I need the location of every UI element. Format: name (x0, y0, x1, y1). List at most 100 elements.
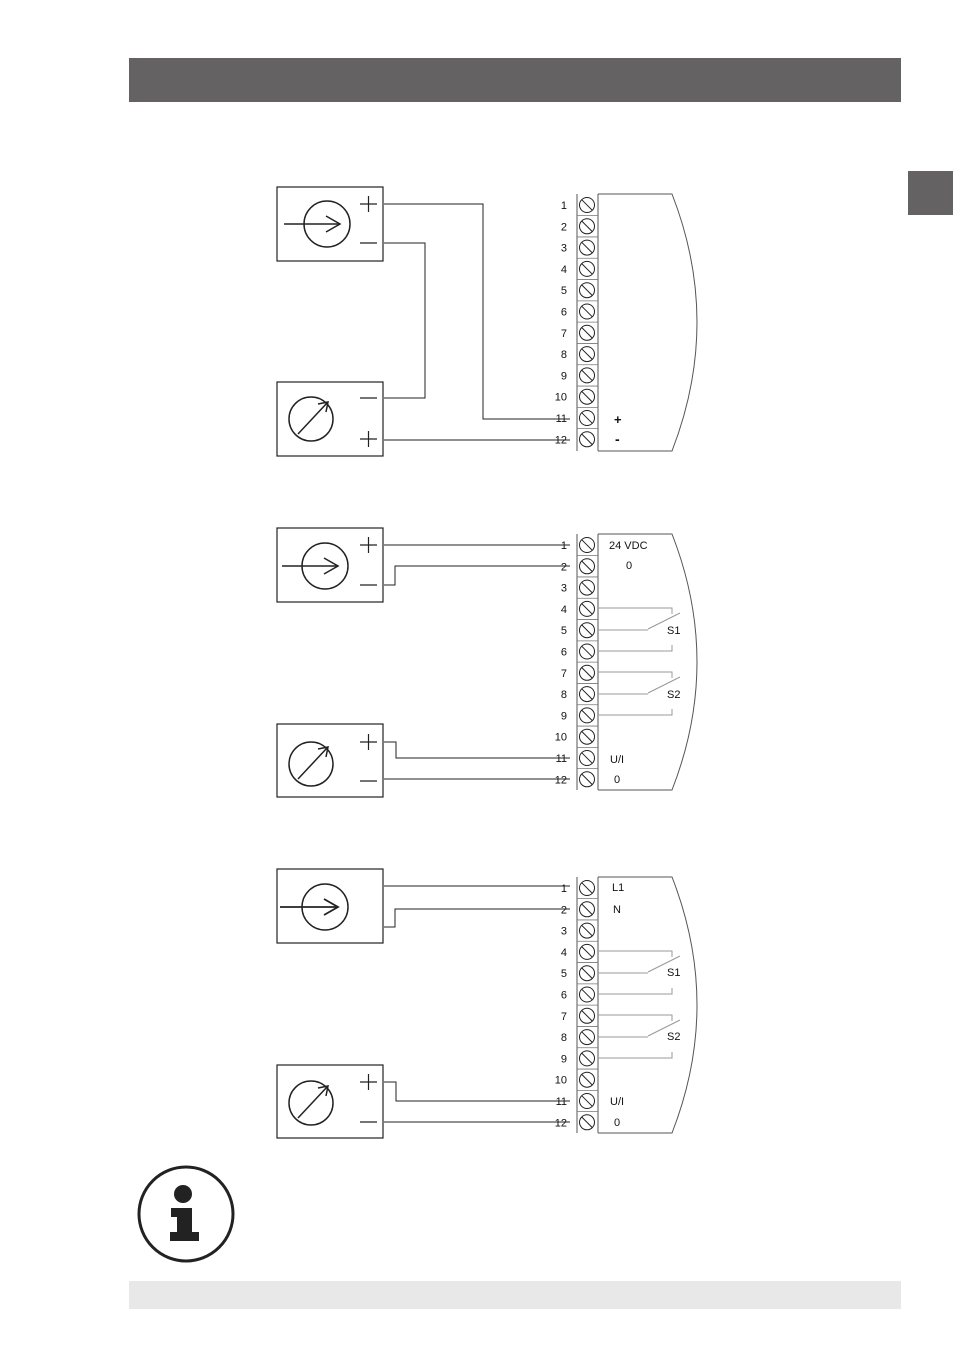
meter-icon (289, 1081, 333, 1125)
terminal-2: 2 (561, 902, 598, 920)
screw-terminal-icon (580, 198, 595, 213)
l1-label: L1 (612, 882, 624, 894)
screw-terminal-icon (580, 944, 595, 959)
plus-sign (360, 196, 377, 212)
terminal-number: 4 (561, 947, 567, 959)
screw-terminal-icon (580, 538, 595, 553)
terminal-7: 7 (561, 1008, 598, 1026)
terminal-number: 8 (561, 1032, 567, 1044)
screw-terminal-icon (580, 772, 595, 787)
terminal-8: 8 (561, 1030, 598, 1048)
terminal-number: 9 (561, 370, 567, 382)
terminal-number: 10 (555, 732, 567, 744)
screw-terminal-icon (580, 1115, 595, 1130)
screw-terminal-icon (580, 283, 595, 298)
terminal-number: 5 (561, 625, 567, 637)
s2-label: S2 (667, 689, 680, 701)
terminal-number: 3 (561, 926, 567, 938)
screw-terminal-icon (580, 601, 595, 616)
minus-label: - (615, 431, 620, 447)
screw-terminal-icon (580, 389, 595, 404)
current-source-icon (282, 543, 348, 589)
screw-terminal-icon (580, 987, 595, 1002)
screw-terminal-icon (580, 325, 595, 340)
screw-terminal-icon (580, 729, 595, 744)
terminal-number: 7 (561, 1011, 567, 1023)
plus-sign (360, 1074, 377, 1090)
terminal-number: 3 (561, 583, 567, 595)
terminal-number: 8 (561, 349, 567, 361)
terminal-number: 1 (561, 200, 567, 212)
terminal-number: 2 (561, 561, 567, 573)
s1-label: S1 (667, 625, 680, 637)
meter-icon (289, 397, 333, 441)
terminal-1: 1 (561, 538, 598, 556)
terminal-number: 11 (556, 1096, 567, 1108)
transmitter-box (277, 869, 383, 943)
display-box (277, 724, 383, 797)
supply-zero-label: 0 (626, 560, 632, 572)
terminal-number: 10 (555, 1075, 567, 1087)
terminal-number: 4 (561, 264, 567, 276)
screw-terminal-icon (580, 1030, 595, 1045)
terminal-9: 9 (561, 368, 598, 386)
screw-terminal-icon (580, 644, 595, 659)
terminal-number: 8 (561, 689, 567, 701)
terminal-number: 6 (561, 990, 567, 1002)
screw-terminal-icon (580, 902, 595, 917)
terminal-5: 5 (561, 283, 598, 301)
terminal-number: 1 (561, 540, 567, 552)
wires-2 (384, 545, 570, 779)
screw-terminal-icon (580, 708, 595, 723)
terminal-number: 6 (561, 647, 567, 659)
wires-3 (384, 886, 570, 1122)
terminal-4: 4 (561, 261, 598, 279)
screw-terminal-icon (580, 347, 595, 362)
terminal-8: 8 (561, 347, 598, 365)
terminal-number: 9 (561, 710, 567, 722)
display-box (277, 382, 383, 456)
terminal-number: 5 (561, 968, 567, 980)
transmitter-box (277, 528, 383, 602)
terminal-number: 9 (561, 1053, 567, 1065)
s2-label: S2 (667, 1031, 680, 1043)
screw-terminal-icon (580, 923, 595, 938)
screw-terminal-icon (580, 1008, 595, 1023)
screw-terminal-icon (580, 881, 595, 896)
screw-terminal-icon (580, 559, 595, 574)
screw-terminal-icon (580, 966, 595, 981)
terminal-4: 4 (561, 944, 598, 962)
screw-terminal-icon (580, 1072, 595, 1087)
terminal-5: 5 (561, 966, 598, 984)
wires-1 (384, 204, 570, 440)
terminal-number: 12 (555, 774, 567, 786)
screw-terminal-icon (580, 751, 595, 766)
terminal-1: 1 (561, 881, 598, 899)
terminal-1: 1 (561, 198, 598, 216)
plus-sign (360, 537, 377, 553)
terminal-number: 4 (561, 604, 567, 616)
terminal-3: 3 (561, 240, 598, 258)
plus-sign (360, 431, 377, 447)
screw-terminal-icon (580, 1094, 595, 1109)
screw-terminal-icon (580, 432, 595, 447)
terminal-number: 11 (556, 753, 567, 765)
screw-terminal-icon (580, 623, 595, 638)
terminal-number: 5 (561, 285, 567, 297)
terminal-2: 2 (561, 559, 598, 577)
terminal-number: 2 (561, 904, 567, 916)
screw-terminal-icon (580, 368, 595, 383)
terminal-number: 7 (561, 328, 567, 340)
plus-sign (360, 734, 377, 750)
screw-terminal-icon (580, 580, 595, 595)
terminal-number: 3 (561, 243, 567, 255)
info-icon (139, 1167, 233, 1261)
signal-zero-label: 0 (614, 1117, 620, 1129)
n-label: N (613, 904, 621, 916)
terminal-10: 10 (555, 729, 598, 747)
meter-icon (289, 742, 333, 786)
